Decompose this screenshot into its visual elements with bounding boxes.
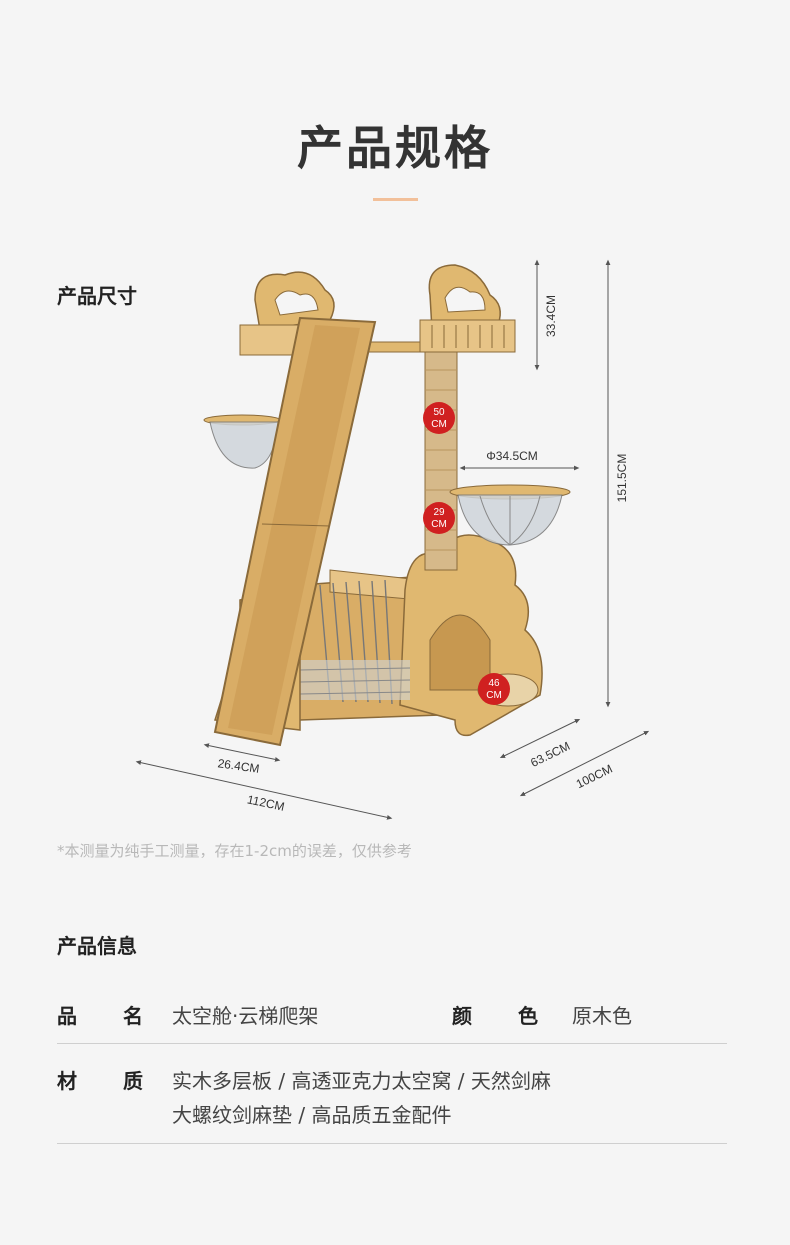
- svg-text:29: 29: [433, 507, 445, 518]
- title-underline: [373, 198, 418, 201]
- product-dimension-diagram: 50 CM 29 CM 46 CM 33.4CM 151.5CM Φ34.5CM…: [135, 259, 650, 820]
- name-label-char1: 品: [57, 1004, 77, 1028]
- color-value: 原木色: [572, 1004, 632, 1028]
- dim-bowl-diameter: Φ34.5CM: [486, 449, 538, 463]
- dim-depth: 63.5CM: [528, 739, 572, 770]
- name-value: 太空舱·云梯爬架: [172, 1004, 319, 1028]
- svg-text:CM: CM: [431, 519, 447, 530]
- material-value-line1: 实木多层板 / 高透亚克力太空窝 / 天然剑麻: [172, 1069, 551, 1093]
- name-label-char2: 名: [123, 1004, 143, 1028]
- size-section-heading: 产品尺寸: [57, 284, 137, 308]
- material-label-char1: 材: [57, 1069, 77, 1093]
- color-label-char1: 颜: [452, 1004, 472, 1028]
- page-title: 产品规格: [297, 121, 493, 175]
- svg-text:CM: CM: [431, 419, 447, 430]
- dim-height-total: 151.5CM: [615, 454, 629, 503]
- measurement-note: *本测量为纯手工测量，存在1-2cm的误差，仅供参考: [57, 842, 412, 860]
- dim-top-platform: 33.4CM: [544, 295, 558, 337]
- info-section-heading: 产品信息: [57, 934, 137, 958]
- badge-middle: 29 CM: [423, 502, 455, 534]
- material-label-char2: 质: [123, 1069, 143, 1093]
- badge-lower: 46 CM: [478, 673, 510, 705]
- divider: [57, 1143, 727, 1144]
- svg-text:50: 50: [433, 407, 445, 418]
- svg-text:46: 46: [488, 678, 500, 689]
- dim-length-total: 112CM: [246, 792, 286, 814]
- svg-text:CM: CM: [486, 690, 502, 701]
- sisal-post: [424, 349, 458, 571]
- space-capsule-bowls: [203, 414, 571, 546]
- dim-ladder-width: 26.4CM: [217, 756, 261, 776]
- badge-upper: 50 CM: [423, 402, 455, 434]
- material-value-line2: 大螺纹剑麻垫 / 高品质五金配件: [172, 1103, 452, 1127]
- color-label-char2: 色: [518, 1004, 538, 1028]
- top-cloud-platforms: [239, 264, 516, 356]
- divider: [57, 1043, 727, 1044]
